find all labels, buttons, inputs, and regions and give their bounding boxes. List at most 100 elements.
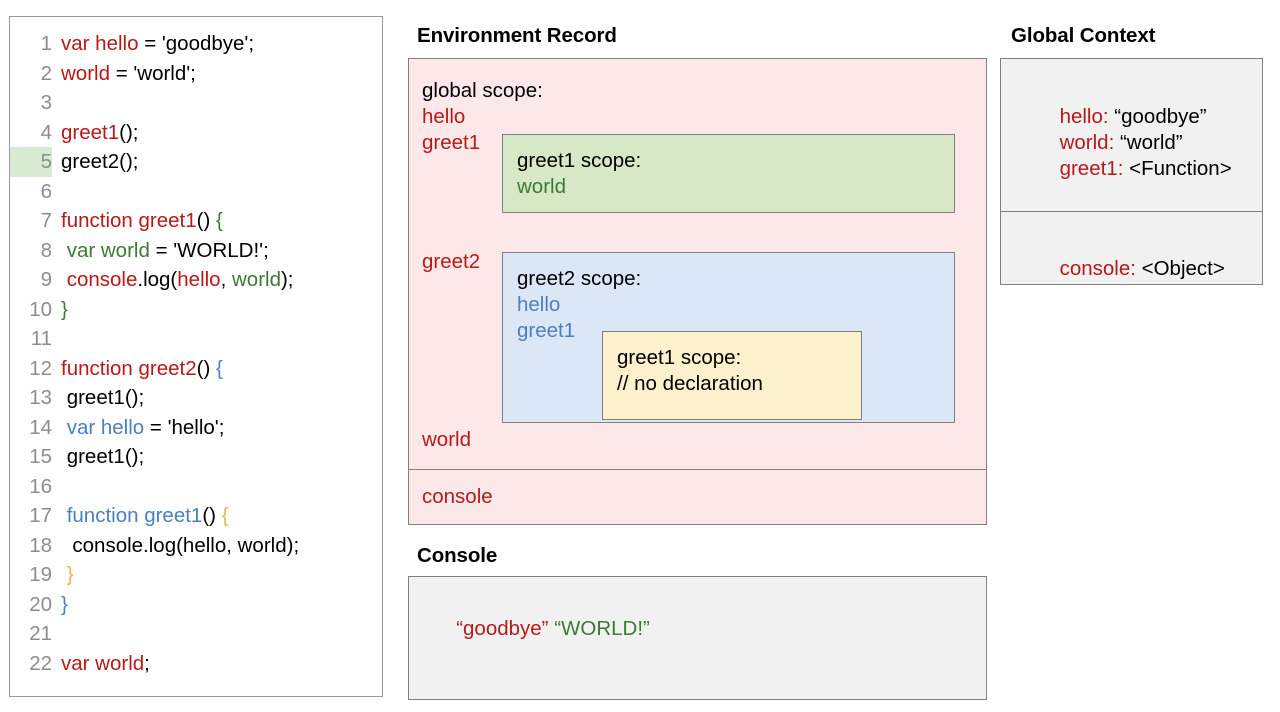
greet2-scope-binding-greet1: greet1	[517, 319, 576, 342]
code-line[interactable]: 19 }	[10, 560, 382, 590]
console-panel[interactable]: “goodbye” “WORLD!”	[408, 576, 987, 700]
code-line-text: }	[52, 295, 68, 325]
greet2-scope-binding-hello: hello	[517, 293, 561, 316]
console-title: Console	[417, 544, 498, 567]
global-context-panel: hello: “goodbye” world: “world” greet1: …	[1000, 58, 1263, 285]
greet1-inner-scope-note: // no declaration	[617, 372, 763, 395]
code-line-text: var hello = 'hello';	[52, 413, 225, 443]
line-number: 1	[40, 32, 52, 55]
code-line-text: var world = 'WORLD!';	[52, 236, 269, 266]
code-token: {	[221, 504, 229, 527]
code-token: ;	[144, 651, 150, 675]
greet2-scope-heading: greet2 scope:	[517, 267, 642, 290]
code-token: greet1	[61, 120, 120, 144]
code-line[interactable]: 14 var hello = 'hello';	[10, 413, 382, 443]
code-line[interactable]: 1 var hello = 'goodbye';	[10, 29, 382, 59]
gc-greet1-key: greet1:	[1059, 157, 1124, 180]
code-line-text: greet2();	[52, 147, 138, 177]
code-line[interactable]: 21	[10, 619, 382, 649]
code-token: var world	[66, 238, 150, 262]
code-line[interactable]: 17 function greet1() {	[10, 501, 382, 531]
line-number: 7	[40, 209, 52, 232]
code-token: }	[66, 563, 74, 586]
code-line-text: var world;	[52, 649, 150, 679]
code-token: );	[280, 268, 294, 291]
code-line[interactable]: 6	[10, 177, 382, 207]
line-number: 18	[29, 533, 52, 557]
code-token: = 'world';	[110, 61, 196, 85]
code-line-text: greet1();	[52, 118, 139, 148]
line-number: 4	[40, 120, 52, 144]
line-number: 21	[29, 622, 52, 645]
code-line[interactable]: 15 greet1();	[10, 442, 382, 472]
gc-world-key: world:	[1059, 131, 1115, 154]
console-entry-goodbye: “goodbye”	[456, 617, 549, 640]
er-binding-console: console	[422, 485, 493, 508]
greet2-scope-box: greet2 scope: hello greet1 greet1 scope:…	[502, 252, 955, 423]
global-context-objects-region: console: <Object>	[1001, 212, 1262, 284]
er-binding-world: world	[422, 428, 471, 451]
code-line-text: }	[52, 590, 68, 620]
code-line[interactable]: 20}	[10, 590, 382, 620]
code-token: .log(	[137, 268, 178, 291]
line-number: 3	[40, 91, 52, 114]
code-token: ();	[119, 120, 139, 144]
line-number: 22	[29, 651, 52, 675]
code-line[interactable]: 11	[10, 324, 382, 354]
code-line[interactable]: 9 console.log(hello, world);	[10, 265, 382, 295]
line-number: 9	[40, 268, 52, 291]
code-line[interactable]: 18 console.log(hello, world);	[10, 531, 382, 561]
environment-record-title: Environment Record	[417, 24, 617, 47]
code-line[interactable]: 16	[10, 472, 382, 502]
line-number: 19	[29, 563, 52, 586]
code-line-text: function greet1() {	[52, 206, 223, 236]
code-token: var hello	[61, 32, 139, 55]
global-context-title: Global Context	[1011, 24, 1156, 47]
code-token: greet1();	[61, 445, 145, 468]
line-number: 20	[29, 592, 52, 616]
code-line[interactable]: 3	[10, 88, 382, 118]
code-token: }	[61, 297, 68, 321]
global-context-row-console: console: <Object>	[1014, 231, 1225, 306]
line-number: 11	[30, 327, 52, 350]
code-token: ,	[220, 268, 232, 291]
code-token: = 'goodbye';	[138, 32, 255, 55]
environment-record-panel: global scope: hello greet1 greet2 world …	[408, 58, 987, 525]
line-number: 10	[29, 297, 52, 321]
code-token: console.log(hello, world);	[61, 533, 300, 557]
code-line[interactable]: 10}	[10, 295, 382, 325]
gc-console-key: console:	[1059, 257, 1136, 280]
code-line-text: console.log(hello, world);	[52, 265, 294, 295]
code-line-text: }	[52, 560, 74, 590]
gc-console-value-text: <Object>	[1141, 257, 1225, 280]
line-number: 13	[29, 386, 52, 409]
code-token: console	[66, 268, 138, 291]
greet1-inner-scope-box: greet1 scope: // no declaration	[602, 331, 862, 420]
er-binding-greet2: greet2	[422, 250, 481, 273]
global-context-row-world: world: “world”	[1014, 105, 1183, 180]
code-line[interactable]: 13 greet1();	[10, 383, 382, 413]
er-binding-greet1: greet1	[422, 131, 481, 154]
code-line-text: greet1();	[52, 442, 144, 472]
global-scope-heading: global scope:	[422, 79, 543, 102]
code-token: function greet1	[66, 504, 203, 527]
line-number: 8	[40, 238, 52, 262]
code-token: var world	[61, 651, 145, 675]
code-line[interactable]: 8 var world = 'WORLD!';	[10, 236, 382, 266]
line-number: 14	[29, 415, 52, 439]
code-token: greet1();	[61, 386, 145, 409]
code-line-text: world = 'world';	[52, 59, 196, 89]
gc-hello-key: hello:	[1059, 105, 1109, 128]
code-line-text: function greet1() {	[52, 501, 229, 531]
global-context-variables-region: hello: “goodbye” world: “world” greet1: …	[1001, 59, 1262, 212]
code-token: }	[61, 592, 68, 616]
